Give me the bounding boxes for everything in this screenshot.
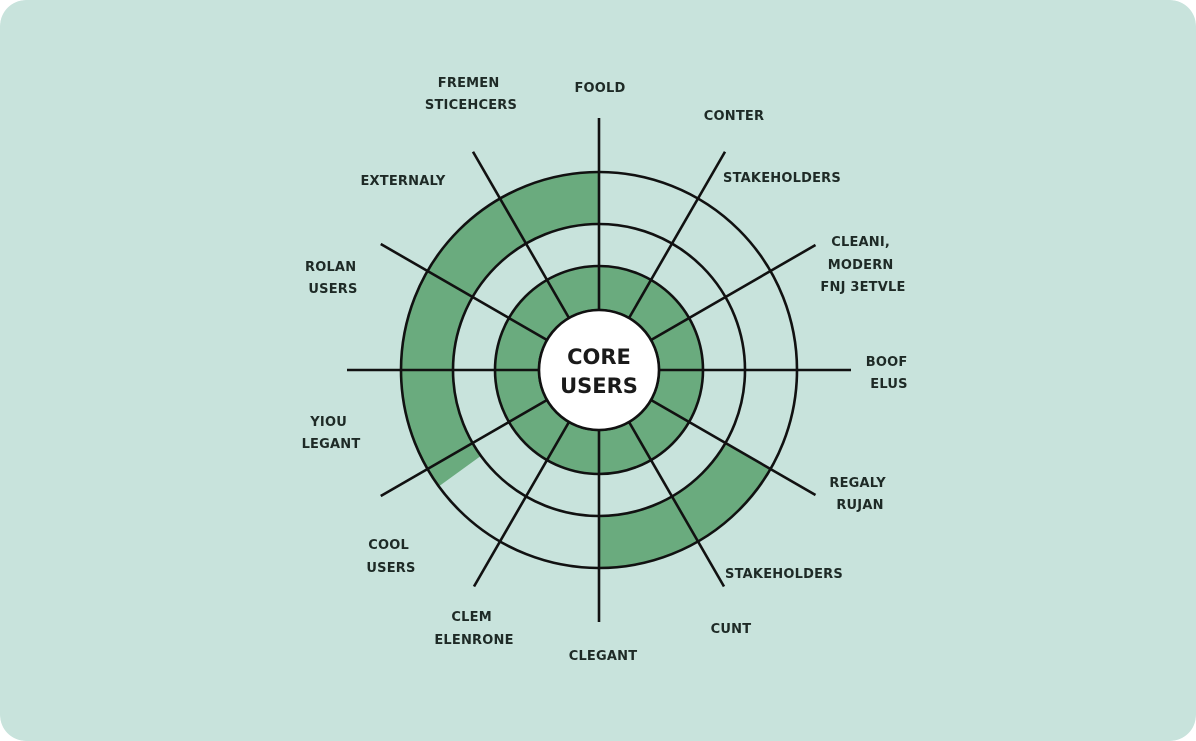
core-users-circle	[537, 308, 661, 432]
label-line: CONTER	[704, 109, 764, 124]
label-line: ELUS	[870, 377, 907, 392]
label-line: LEGANT	[302, 437, 361, 452]
label-line: MODERN	[828, 258, 894, 273]
label-cunt: CUNT	[711, 622, 752, 637]
label-foold: FOOLD	[574, 81, 625, 96]
outer-ring-fill-left	[401, 172, 599, 487]
label-boof: BOOF ELUS	[866, 355, 912, 392]
label-line: FNJ 3ETVLE	[820, 280, 905, 295]
label-line: ROLAN	[305, 260, 356, 275]
label-you: YIOU LEGANT	[302, 415, 361, 452]
label-clem: CLEM ELENRONE	[434, 610, 513, 648]
highlighted-segments	[401, 172, 771, 568]
label-line: USERS	[366, 561, 415, 576]
label-cleani: CLEANI, MODERN FNJ 3ETVLE	[820, 235, 905, 295]
label-clegant: CLEGANT	[569, 649, 638, 664]
label-rolan: ROLAN USERS	[305, 260, 361, 297]
label-line: STAKEHOLDERS	[723, 171, 841, 186]
center-label-line2: USERS	[560, 374, 638, 398]
label-line: FREMEN	[438, 76, 500, 91]
inner-ring-fill	[495, 266, 703, 474]
label-stakeholders-top: STAKEHOLDERS	[723, 171, 841, 186]
label-line: STICEHCERS	[425, 98, 517, 113]
label-cool: COOL USERS	[366, 538, 415, 576]
label-freemen: FREMEN STICEHCERS	[425, 76, 517, 113]
label-line: CLEGANT	[569, 649, 638, 664]
label-line: RUJAN	[836, 498, 883, 513]
label-line: BOOF	[866, 355, 908, 370]
outer-ring-fill-right	[599, 443, 771, 568]
label-regaly: REGALY RUJAN	[829, 476, 890, 513]
label-line: YIOU	[309, 415, 347, 430]
label-line: CUNT	[711, 622, 752, 637]
label-line: COOL	[368, 538, 409, 553]
center-label-line1: CORE	[567, 345, 631, 369]
label-line: REGALY	[829, 476, 886, 491]
label-line: CLEM	[451, 610, 491, 625]
label-line: ELENRONE	[434, 633, 513, 648]
label-line: FOOLD	[574, 81, 625, 96]
label-stakeholders-bottom: STAKEHOLDERS	[725, 567, 843, 582]
label-line: USERS	[308, 282, 357, 297]
label-line: EXTERNALY	[360, 174, 445, 189]
stakeholder-labels: FREMEN STICEHCERS FOOLD CONTER STAKEHOLD…	[302, 76, 912, 664]
label-line: STAKEHOLDERS	[725, 567, 843, 582]
label-externaly: EXTERNALY	[360, 174, 445, 189]
label-conter: CONTER	[704, 109, 764, 124]
label-line: CLEANI,	[831, 235, 890, 250]
